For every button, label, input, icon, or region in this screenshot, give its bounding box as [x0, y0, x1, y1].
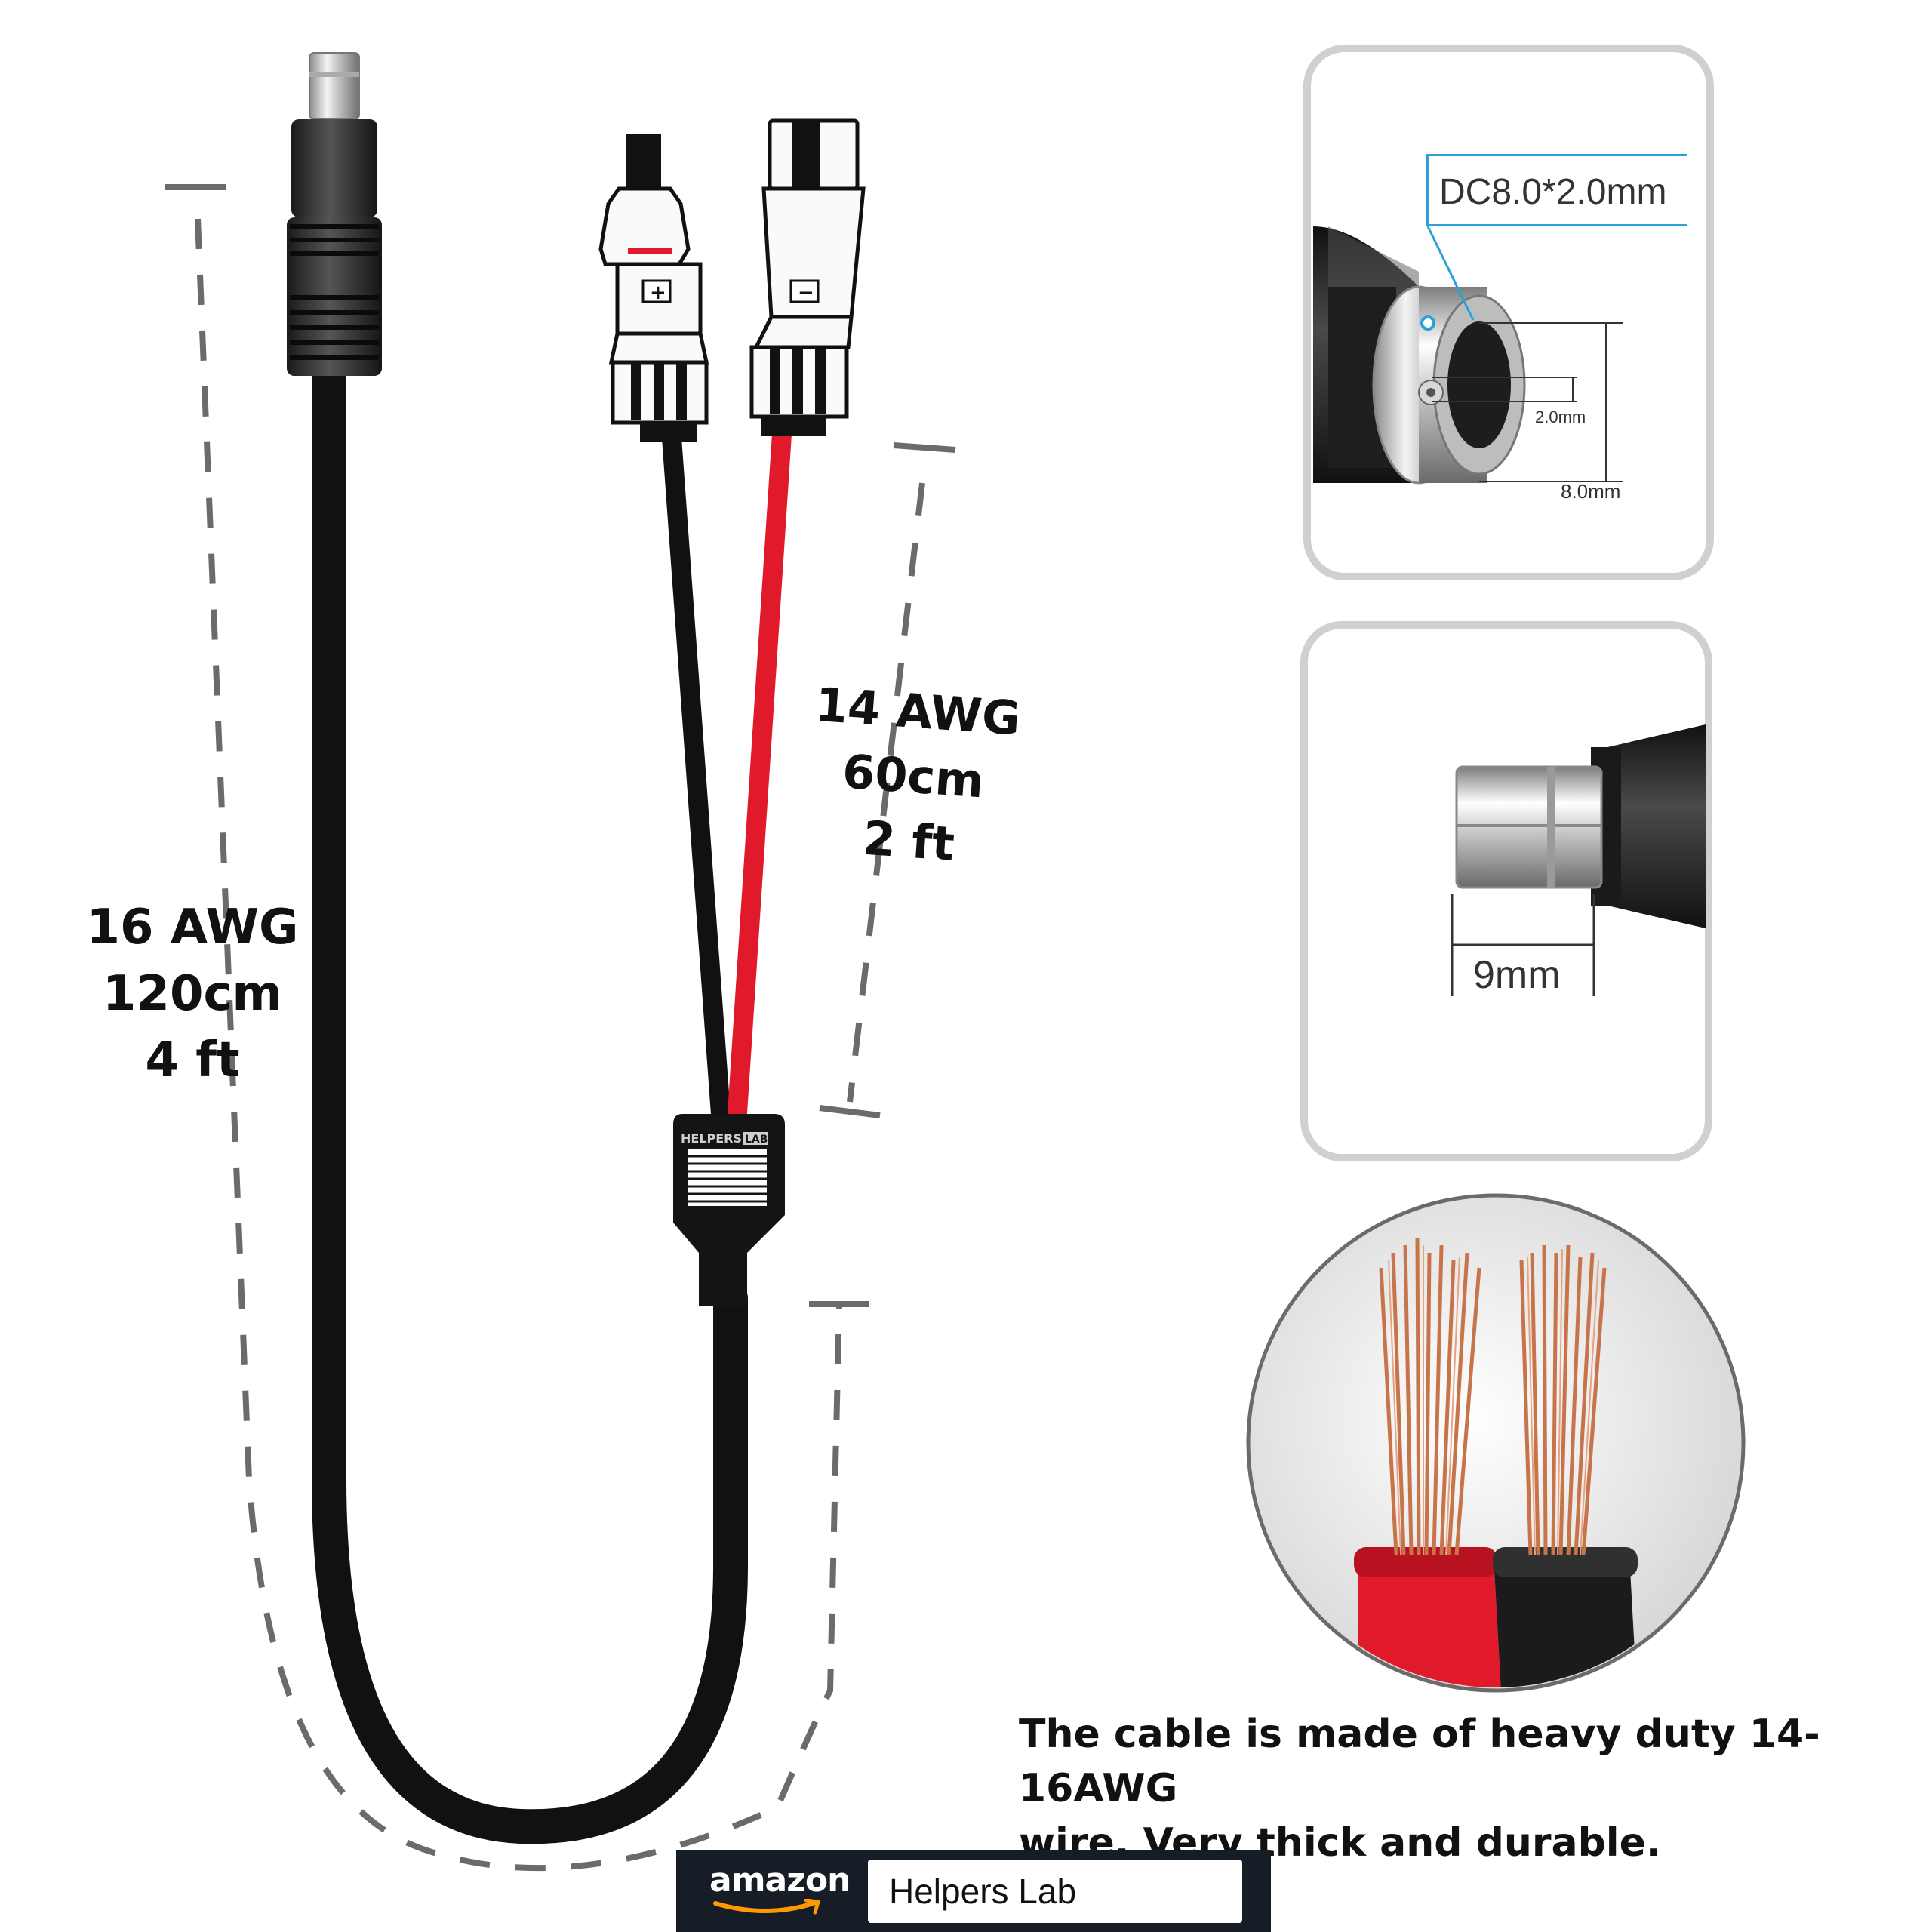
long-cable-length-cm: 120cm	[102, 966, 283, 1022]
red-branch-cable	[727, 433, 792, 1125]
long-cable-length-ft: 4 ft	[145, 1032, 240, 1088]
short-cable-label: 14 AWG 60cm 2 ft	[793, 672, 1032, 881]
amazon-search-field[interactable]: Helpers Lab	[868, 1860, 1242, 1923]
long-cable-label: 16 AWG 120cm 4 ft	[68, 894, 317, 1094]
amazon-smile-icon	[713, 1899, 821, 1915]
dc-plug-dimension-lines	[1426, 226, 1623, 482]
dc-plug-connector	[287, 52, 382, 376]
tip-length-label: 9mm	[1473, 953, 1561, 997]
dc-plug-pointer-dot	[1420, 315, 1435, 331]
amazon-search-banner: amazon Helpers Lab	[676, 1850, 1271, 1932]
splitter-brand-tag-box	[743, 1132, 768, 1145]
dc-plug-closeup	[1313, 226, 1526, 485]
dc-spec-callout: DC8.0*2.0mm	[1426, 154, 1687, 226]
negative-solar-connector	[749, 118, 866, 436]
negative-symbol: −	[798, 281, 814, 304]
splitter-brand-text: HELPERS	[681, 1131, 742, 1146]
cable-description-caption: The cable is made of heavy duty 14-16AWG…	[1019, 1707, 1924, 1870]
long-cable-measure-line	[165, 184, 869, 1872]
positive-solar-connector	[598, 134, 709, 442]
short-cable-measure-line	[819, 442, 956, 1118]
plug-tip-dimension-lines	[1451, 894, 1595, 996]
plug-tip-closeup	[1455, 724, 1706, 928]
amazon-logo: amazon	[709, 1861, 851, 1900]
inner-diameter-label: 2.0mm	[1535, 408, 1586, 426]
caption-line-1: The cable is made of heavy duty 14-16AWG	[1019, 1712, 1820, 1811]
positive-symbol: +	[650, 281, 666, 304]
black-branch-cable	[662, 437, 731, 1125]
outer-diameter-label: 8.0mm	[1561, 480, 1621, 503]
long-cable-awg: 16 AWG	[86, 900, 299, 955]
splitter-brand-tag: LAB	[745, 1134, 768, 1146]
long-black-cable	[312, 360, 748, 1844]
y-splitter	[673, 1114, 785, 1306]
copper-wire-closeup	[1246, 1193, 1746, 1693]
